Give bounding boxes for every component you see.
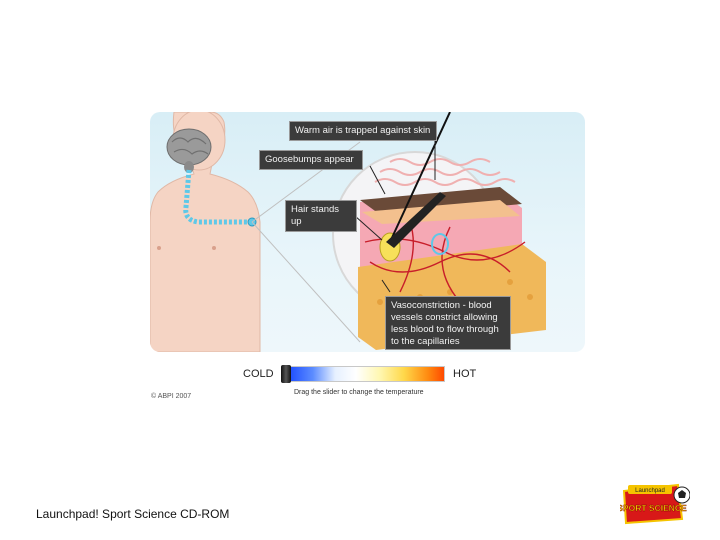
callout-hair: Hair stands up bbox=[285, 200, 357, 232]
hot-label: HOT bbox=[453, 368, 477, 380]
footer-caption: Launchpad! Sport Science CD-ROM bbox=[36, 507, 230, 521]
logo-main-text: SPORT SCIENCE bbox=[620, 503, 687, 513]
callout-warm-air: Warm air is trapped against skin bbox=[289, 121, 437, 141]
sport-science-logo: Launchpad SPORT SCIENCE bbox=[620, 483, 690, 525]
brain bbox=[166, 128, 212, 166]
body-silhouette bbox=[150, 112, 261, 352]
callout-vasoconstriction: Vasoconstriction - blood vessels constri… bbox=[385, 296, 511, 350]
slider-hint: Drag the slider to change the temperatur… bbox=[294, 389, 424, 396]
temperature-slider-thumb[interactable] bbox=[281, 365, 291, 383]
copyright-text: © ABPI 2007 bbox=[151, 393, 192, 400]
nerve-pathway bbox=[183, 169, 252, 225]
callout-goosebumps: Goosebumps appear bbox=[259, 150, 363, 170]
cold-label: COLD bbox=[243, 368, 274, 380]
temperature-slider-track[interactable] bbox=[283, 366, 445, 382]
warm-air-waves bbox=[374, 158, 516, 186]
body-illustration bbox=[150, 112, 546, 352]
illustration-panel bbox=[150, 112, 585, 352]
logo-top-text: Launchpad bbox=[635, 488, 665, 494]
